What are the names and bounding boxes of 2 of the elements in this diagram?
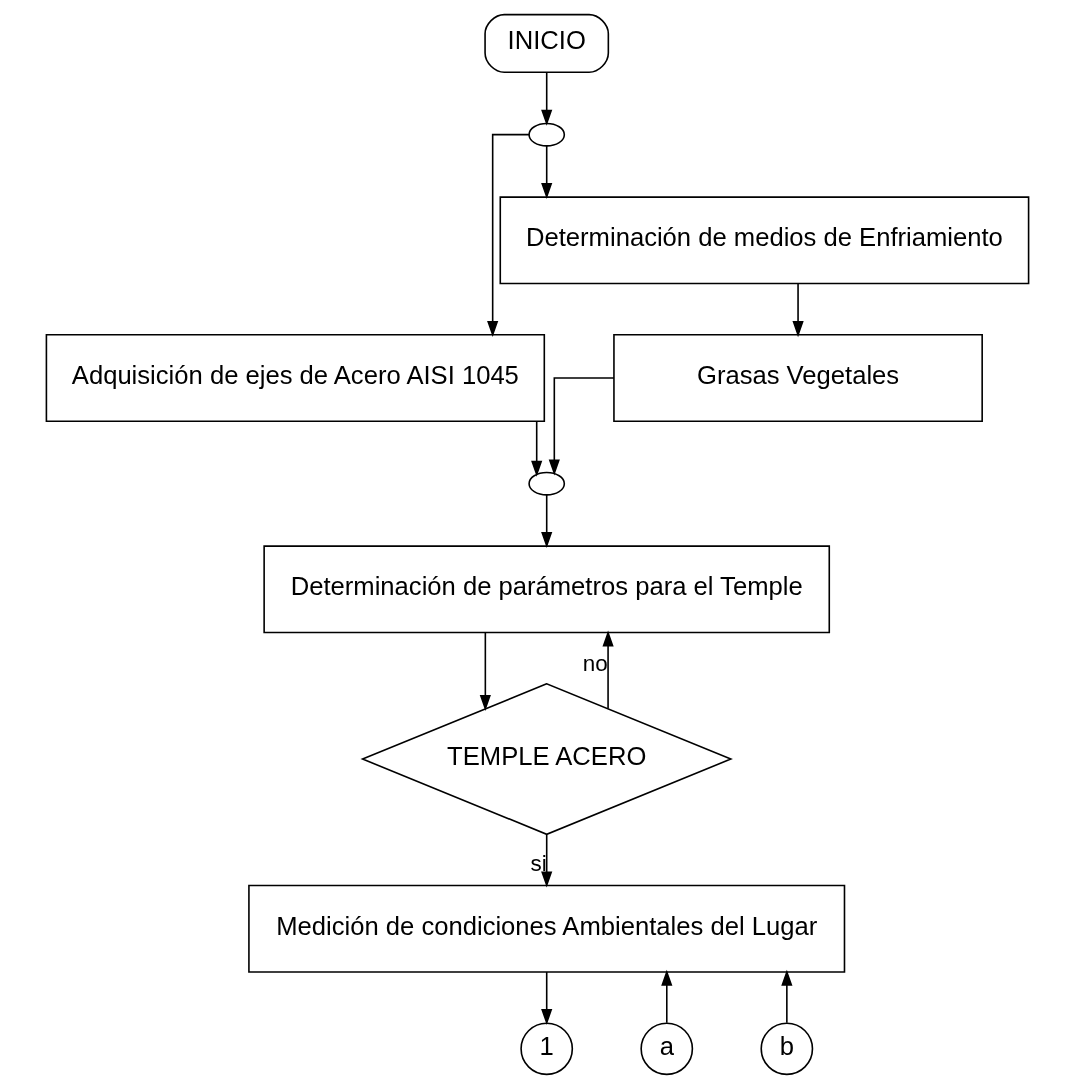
edge-label: no <box>582 651 608 677</box>
edge-label: si <box>530 851 547 877</box>
